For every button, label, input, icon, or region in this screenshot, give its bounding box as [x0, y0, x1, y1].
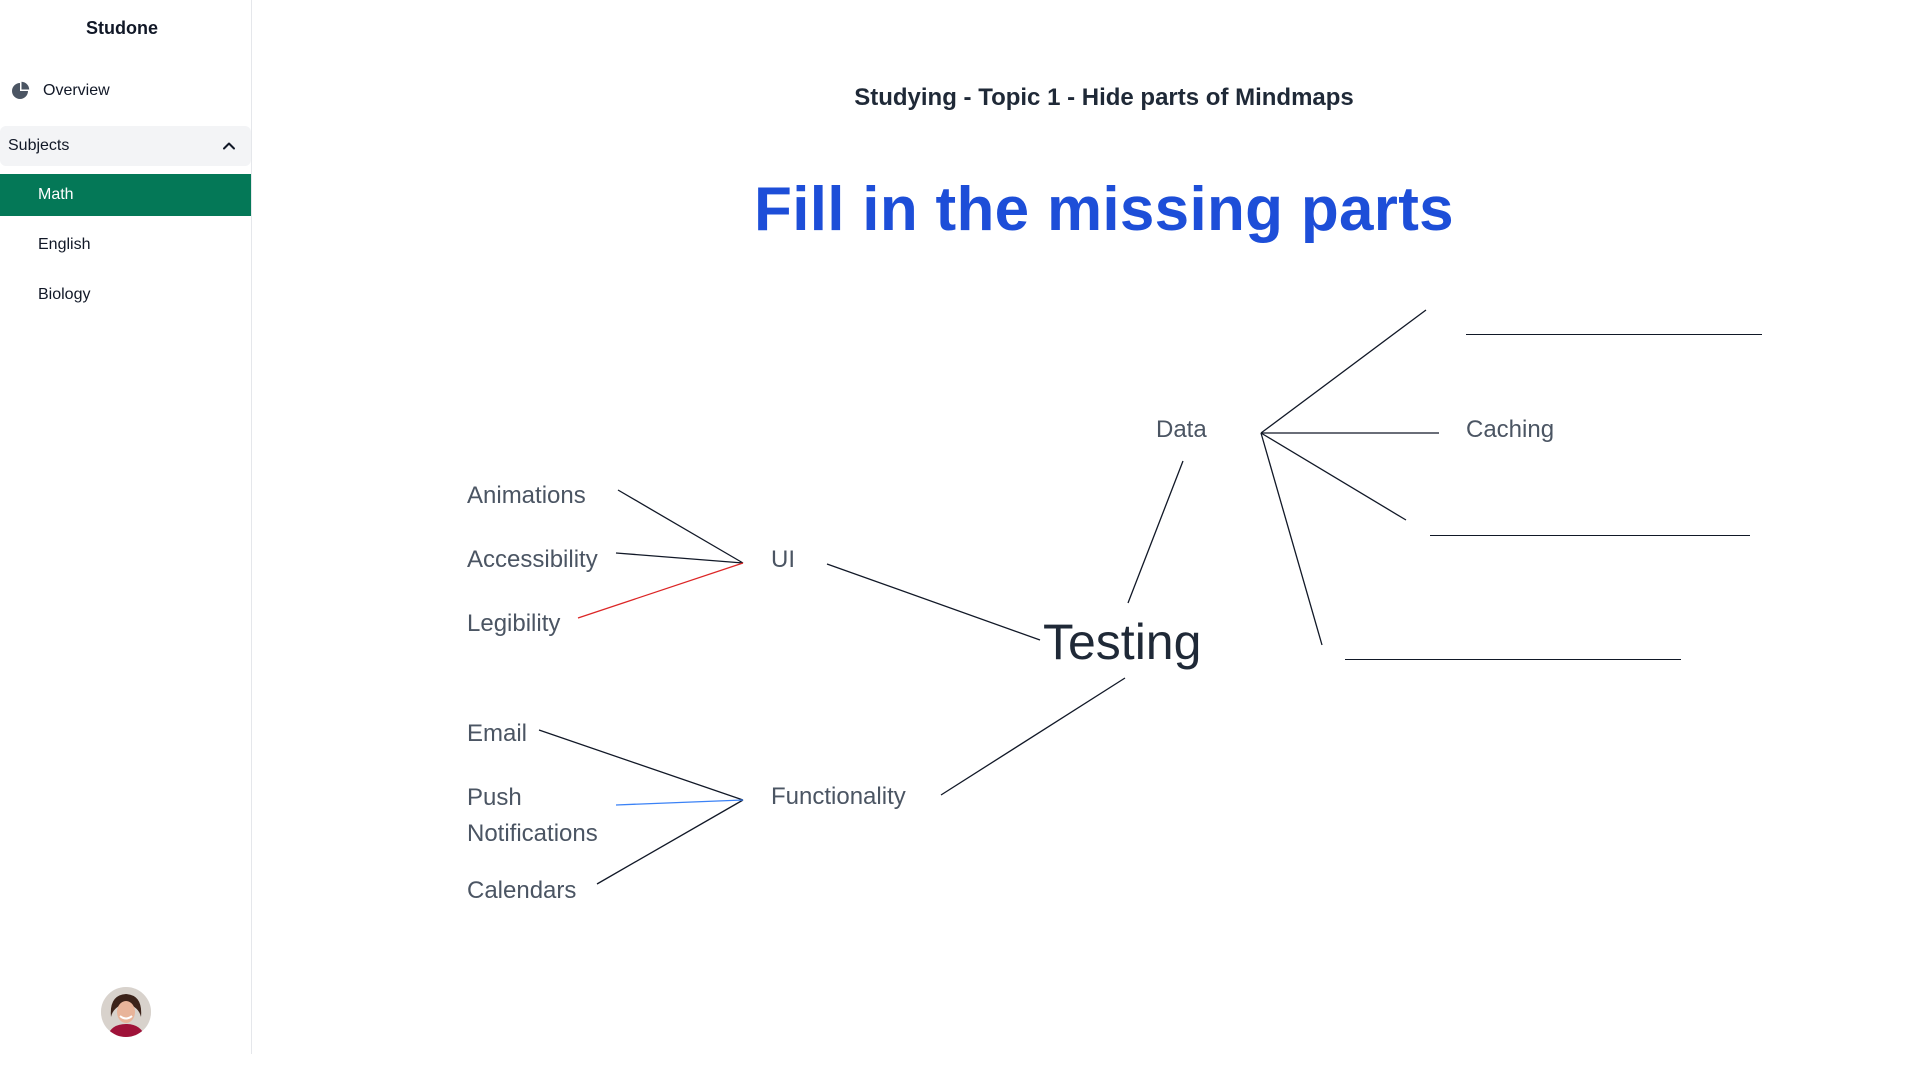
sidebar-item-label: Biology [38, 286, 91, 303]
exercise-headline: Fill in the missing parts [754, 175, 1454, 244]
pie-chart-icon [12, 81, 30, 99]
mindmap-center-node: Testing [1043, 614, 1202, 670]
connector-center-functionality [940, 677, 1126, 796]
sidebar-item-biology[interactable]: Biology [0, 274, 251, 316]
connector-ui-legibility [577, 562, 744, 619]
sidebar-item-label: Math [38, 186, 74, 203]
connector-center-ui [826, 563, 1041, 641]
page-title: Studying - Topic 1 - Hide parts of Mindm… [854, 84, 1354, 111]
blank-answer-line-3[interactable] [1345, 659, 1681, 660]
connector-center-data [1127, 460, 1184, 604]
mindmap-branch-data: Data [1156, 416, 1207, 443]
connector-ui-accessibility [615, 552, 744, 564]
nav-overview-label: Overview [43, 82, 110, 99]
subjects-toggle[interactable]: Subjects [0, 126, 251, 166]
connector-data-blank-3 [1260, 432, 1323, 646]
sidebar-item-english[interactable]: English [0, 224, 251, 266]
mindmap-branch-ui: UI [771, 546, 795, 573]
mindmap-node-caching: Caching [1466, 416, 1555, 443]
connector-functionality-push [615, 799, 744, 806]
avatar-image [101, 987, 151, 1037]
mindmap-node-email: Email [467, 720, 528, 747]
chevron-up-icon [223, 142, 235, 150]
blank-answer-line-1[interactable] [1466, 334, 1762, 335]
sidebar-item-label: English [38, 236, 91, 253]
subjects-label: Subjects [8, 137, 70, 154]
mindmap-node-legibility: Legibility [467, 610, 561, 637]
avatar[interactable] [101, 987, 151, 1037]
connector-data-blank-1 [1260, 309, 1427, 434]
brand-logo-text: Studone [86, 18, 158, 38]
mindmap-node-accessibility: Accessibility [467, 546, 598, 573]
mindmap-node-push-notifications: Push Notifications [467, 784, 598, 847]
mindmap-node-calendars: Calendars [467, 877, 577, 904]
connector-data-blank-2 [1260, 432, 1407, 521]
blank-answer-line-2[interactable] [1430, 535, 1750, 536]
connector-ui-animations [617, 489, 744, 564]
mindmap-node-animations: Animations [467, 482, 586, 509]
sidebar-item-math[interactable]: Math [0, 174, 251, 216]
nav-overview[interactable]: Overview [10, 78, 110, 104]
sidebar: Studone Overview Subjects Math English B… [0, 0, 252, 1054]
mindmap-branch-functionality: Functionality [771, 783, 906, 810]
